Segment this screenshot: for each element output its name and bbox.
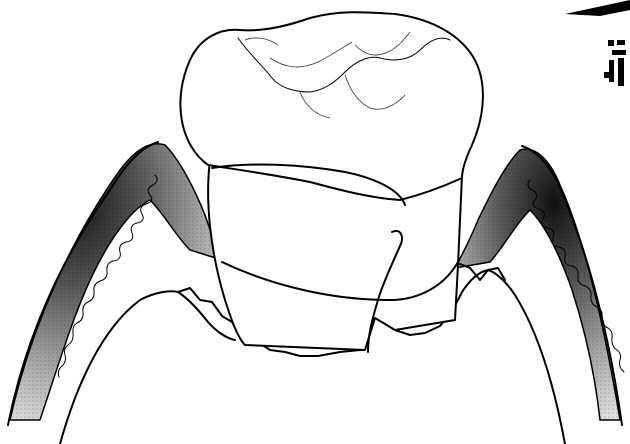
right-gingiva-flap — [455, 146, 624, 425]
glyph-fragment-icon — [604, 40, 626, 86]
corner-fragment — [565, 0, 630, 86]
left-gingiva-flap — [8, 142, 222, 425]
arrow-icon — [565, 0, 630, 16]
